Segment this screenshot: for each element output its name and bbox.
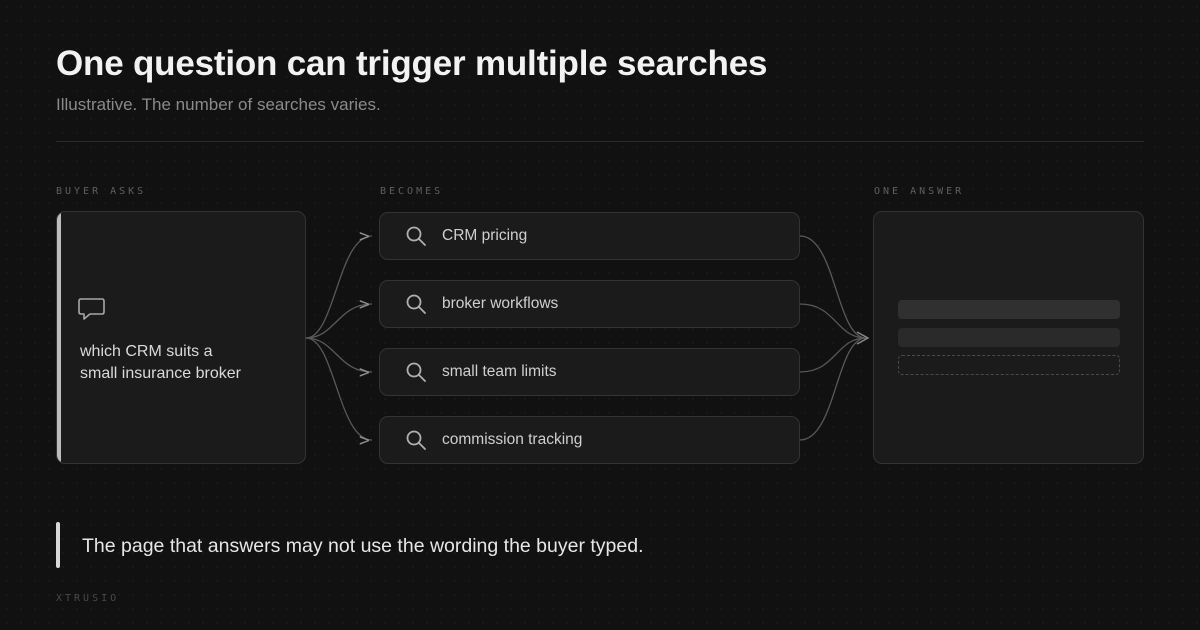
answer-placeholder-line <box>898 328 1120 347</box>
query-arrow-3: > <box>359 362 370 383</box>
search-query-label: CRM pricing <box>442 227 528 244</box>
search-query-item: small team limits <box>379 348 800 396</box>
search-icon <box>406 226 426 246</box>
fan-out-line-4 <box>305 337 373 441</box>
chat-bubble-icon <box>78 298 105 320</box>
query-arrow-1: > <box>359 226 370 247</box>
answer-card <box>873 211 1144 464</box>
fan-in-line-1 <box>799 235 867 339</box>
buyer-question-text: which CRM suits a small insurance broker <box>80 341 290 385</box>
buyer-question-line-2: small insurance broker <box>80 365 241 382</box>
page-title: One question can trigger multiple search… <box>56 44 768 83</box>
search-query-item: broker workflows <box>379 280 800 328</box>
merge-arrow-head <box>856 331 870 345</box>
search-query-label: broker workflows <box>442 295 559 312</box>
brand-wordmark: XTRUSIO <box>56 593 120 604</box>
search-query-label: small team limits <box>442 363 557 380</box>
buyer-question-card: which CRM suits a small insurance broker <box>56 211 306 464</box>
search-icon <box>406 362 426 382</box>
query-arrow-4: > <box>359 430 370 451</box>
header-divider <box>56 141 1144 142</box>
footer-quote: The page that answers may not use the wo… <box>82 535 644 557</box>
fan-in-line-4 <box>799 337 867 441</box>
search-query-item: CRM pricing <box>379 212 800 260</box>
buyer-asks-label: BUYER ASKS <box>56 186 147 197</box>
query-arrow-2: > <box>359 294 370 315</box>
fan-in-line-3 <box>799 337 867 373</box>
fan-out-line-3 <box>305 337 373 373</box>
search-query-item: commission tracking <box>379 416 800 464</box>
answer-placeholder-dashed <box>898 355 1120 375</box>
one-answer-label: ONE ANSWER <box>874 186 965 197</box>
becomes-label: BECOMES <box>380 186 444 197</box>
buyer-question-line-1: which CRM suits a <box>80 343 213 360</box>
fan-in-line-2 <box>799 303 867 339</box>
buyer-card-accent <box>57 212 61 463</box>
answer-placeholder-line <box>898 300 1120 319</box>
search-query-label: commission tracking <box>442 431 583 448</box>
search-icon <box>406 294 426 314</box>
search-icon <box>406 430 426 450</box>
page-subtitle: Illustrative. The number of searches var… <box>56 95 381 114</box>
fan-out-line-2 <box>305 303 373 339</box>
fan-out-line-1 <box>305 235 373 339</box>
quote-accent-bar <box>56 522 60 568</box>
